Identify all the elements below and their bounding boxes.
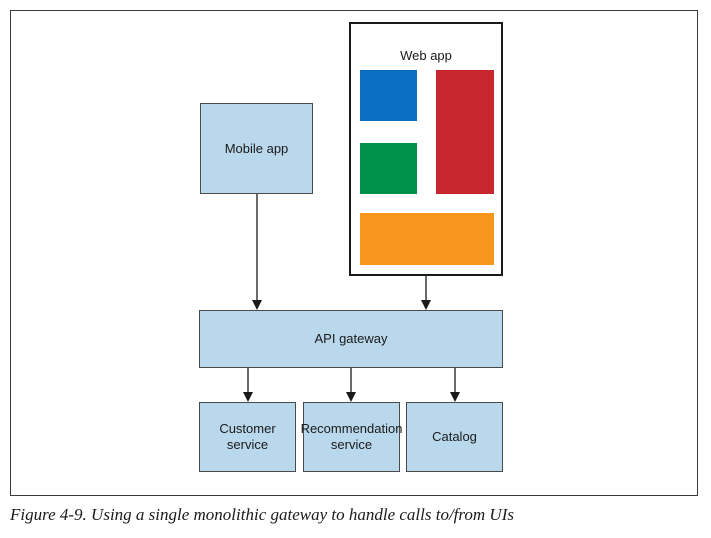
catalog-label: Catalog [432, 429, 477, 444]
api-gateway-box: API gateway [199, 310, 503, 368]
web-app-red-tile [436, 70, 494, 194]
web-app-blue-tile [360, 70, 417, 121]
customer-service-label: Customer service [219, 421, 276, 452]
mobile-app-label: Mobile app [224, 140, 289, 156]
web-app-box: Web app [349, 22, 503, 276]
customer-service-box: Customer service [199, 402, 296, 472]
catalog-box: Catalog [406, 402, 503, 472]
figure-frame [10, 10, 698, 496]
mobile-app-box: Mobile app [200, 103, 313, 194]
web-app-orange-tile [360, 213, 494, 265]
figure-caption: Figure 4-9. Using a single monolithic ga… [10, 505, 514, 524]
web-app-label: Web app [400, 48, 452, 63]
api-gateway-label: API gateway [314, 331, 388, 346]
recommendation-service-label: Recommendation service [300, 421, 403, 452]
recommendation-service-box: Recommendation service [300, 402, 403, 472]
web-app-green-tile [360, 143, 417, 194]
